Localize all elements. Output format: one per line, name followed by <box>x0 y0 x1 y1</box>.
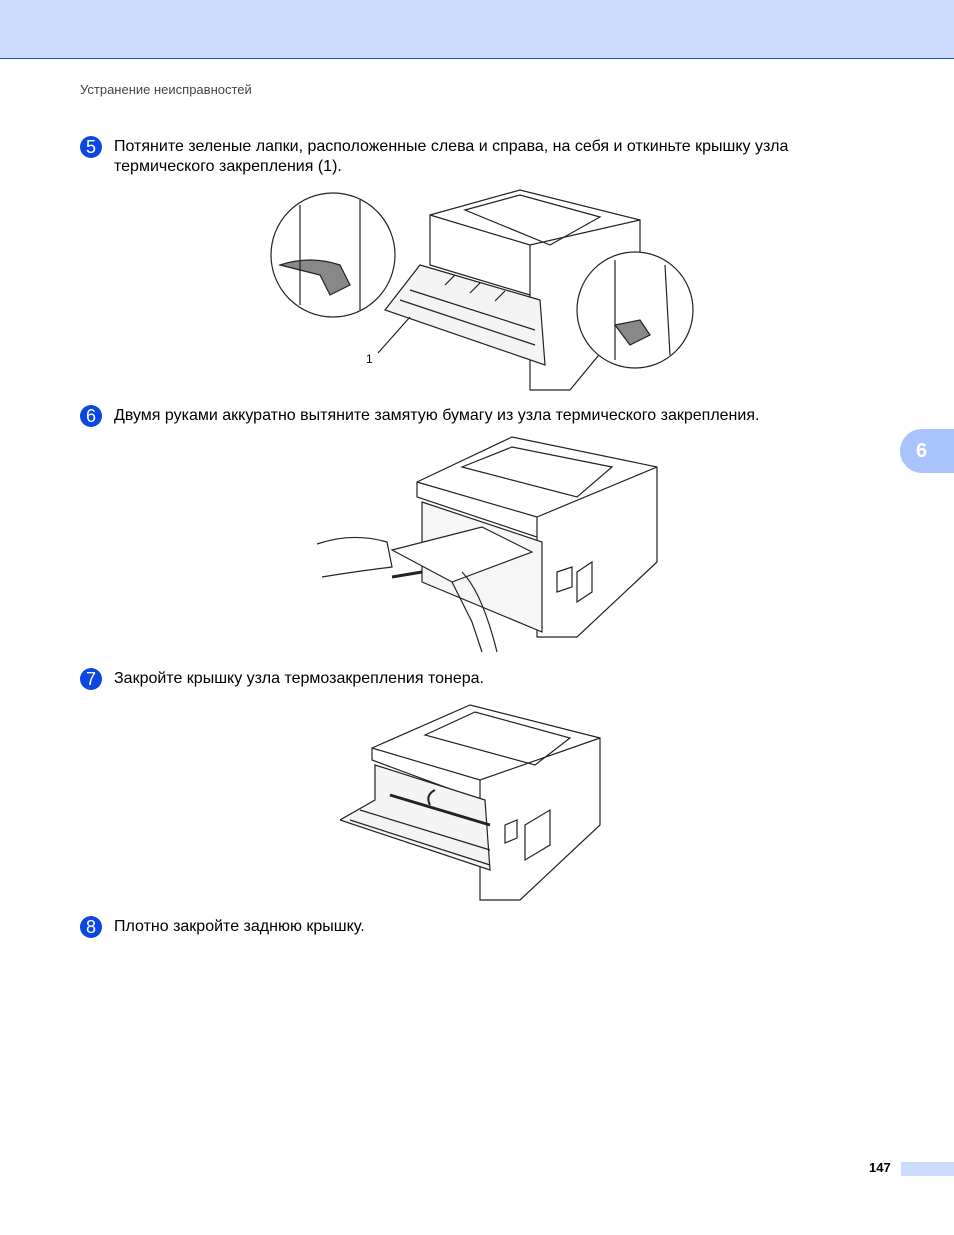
step-text-line: термического закрепления (1). <box>114 158 342 175</box>
header-bar <box>0 0 954 59</box>
step-number: 8 <box>80 916 102 938</box>
step-text: Закройте крышку узла термозакрепления то… <box>114 670 484 687</box>
step-text-line: Потяните зеленые лапки, расположенные сл… <box>114 138 789 155</box>
step-text: Потяните зеленые лапки, расположенные сл… <box>114 137 788 177</box>
callout-label: 1 <box>366 352 373 366</box>
step-number: 5 <box>80 136 102 158</box>
illustration-open-fuser-cover: 1 <box>270 185 700 395</box>
illustration-remove-jammed-paper <box>312 432 662 657</box>
page-number: 147 <box>869 1160 891 1175</box>
step-text: Плотно закройте заднюю крышку. <box>114 918 365 935</box>
step-number: 6 <box>80 405 102 427</box>
footer-bar <box>901 1162 954 1176</box>
illustration-close-fuser-cover <box>340 700 605 905</box>
chapter-tab[interactable]: 6 <box>900 429 954 473</box>
step-number: 7 <box>80 668 102 690</box>
breadcrumb: Устранение неисправностей <box>80 82 252 97</box>
step-text: Двумя руками аккуратно вытяните замятую … <box>114 407 760 424</box>
